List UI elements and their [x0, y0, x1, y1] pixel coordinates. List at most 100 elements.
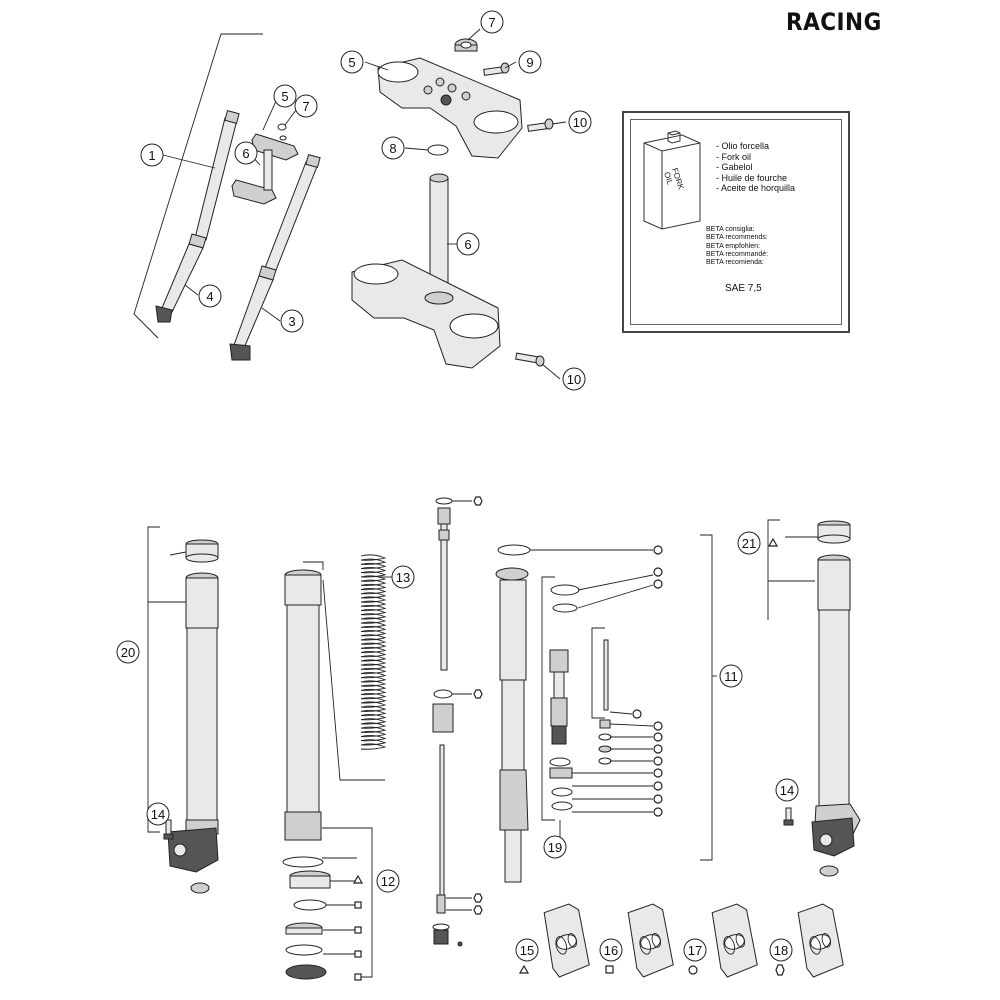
- clamp-bolt-10-upper: [527, 118, 554, 132]
- callout-circle: [480, 10, 504, 34]
- fork-assembly-overview: [133, 33, 321, 361]
- decal-kits: [518, 903, 844, 978]
- callout-circle: [568, 110, 592, 134]
- callout-number: 14: [780, 783, 794, 798]
- spring-coil: [360, 579, 387, 586]
- spring-coil: [360, 567, 387, 574]
- decal-kit: [797, 903, 844, 978]
- o-ring-8: [427, 144, 449, 156]
- decal-kit: [543, 903, 590, 978]
- spring-coil: [360, 558, 387, 565]
- inner-tube-assembly-12: [282, 561, 385, 981]
- upper-triple-clamp: [377, 57, 523, 159]
- callout-circle: [769, 938, 793, 962]
- callout-number: 14: [151, 807, 165, 822]
- spring-coil: [360, 655, 387, 662]
- spring-coil: [360, 714, 387, 721]
- spring-coil: [360, 684, 387, 691]
- callout-circle: [737, 531, 761, 555]
- spring-13: [360, 554, 392, 750]
- callout-c9: 9: [518, 50, 542, 74]
- spring-coil: [360, 646, 387, 654]
- spring-coil: [360, 688, 387, 696]
- decal-curve: [639, 936, 652, 955]
- callout-circle: [234, 141, 258, 165]
- hex-markers: [473, 496, 483, 915]
- spring-coil: [360, 672, 387, 679]
- spring-coil: [360, 592, 387, 599]
- spring-coil: [360, 651, 387, 658]
- callout-c6b: 6: [456, 232, 480, 256]
- spring-coil: [360, 705, 387, 712]
- callout-c7b: 7: [480, 10, 504, 34]
- callout-c5b: 5: [340, 50, 364, 74]
- spring-coil: [360, 667, 387, 675]
- callout-circle: [562, 367, 586, 391]
- callout-number: 11: [724, 669, 738, 684]
- triangle-marker-12: [352, 874, 364, 884]
- bushing-ring-21: [817, 520, 851, 544]
- outer-tube-assembly-21: [767, 519, 861, 877]
- decal-curve: [651, 933, 662, 948]
- top-nut: [454, 38, 478, 52]
- decal-curve: [821, 933, 832, 948]
- callout-circle: [376, 869, 400, 893]
- callout-number: 15: [520, 943, 534, 958]
- callout-circle: [599, 938, 623, 962]
- decal-kit: [711, 903, 758, 978]
- oil-names-list: - Olio forcella - Fork oil - Gabelol - H…: [716, 141, 795, 194]
- sq-markers-12: [354, 901, 362, 981]
- spring-coil: [360, 676, 387, 683]
- oil-name: - Fork oil: [716, 151, 752, 162]
- callout-c8: 8: [381, 136, 405, 160]
- decal-curve: [735, 933, 746, 948]
- callout-number: 5: [281, 89, 288, 104]
- callout-circle: [273, 84, 297, 108]
- callout-number: 10: [567, 372, 581, 387]
- callout-circle: [775, 778, 799, 802]
- callout-number: 16: [604, 943, 618, 958]
- spring-coil: [360, 730, 387, 738]
- spring-coil: [360, 604, 387, 612]
- decal-curve: [809, 936, 822, 955]
- callout-c18: 18: [769, 938, 793, 962]
- seal-stack: [282, 856, 331, 980]
- recommends-line: BETA recomienda:: [706, 259, 764, 267]
- oil-box-inner-frame: [630, 119, 842, 325]
- callout-number: 9: [526, 55, 533, 70]
- callout-circle: [719, 664, 743, 688]
- callout-circle: [381, 136, 405, 160]
- clamp-bolt-10-lower: [515, 352, 545, 367]
- spring-coil: [360, 571, 387, 578]
- callout-circle: [116, 640, 140, 664]
- callout-c13: 13: [391, 565, 415, 589]
- decal-curve: [723, 936, 736, 955]
- spring-coil: [360, 680, 387, 687]
- right-fork-leg: [229, 154, 321, 361]
- cartridge-kit-19: [549, 574, 654, 838]
- callout-circle: [515, 938, 539, 962]
- oil-can-icon: FORK OIL: [643, 130, 701, 230]
- spring-coil: [360, 600, 387, 607]
- callout-circle: [280, 309, 304, 333]
- callout-c20: 20: [116, 640, 140, 664]
- page-title: RACING: [786, 8, 882, 36]
- callout-number: 12: [381, 874, 395, 889]
- callout-circle: [543, 835, 567, 859]
- spring-coil: [360, 726, 387, 733]
- spring-coil: [360, 735, 387, 742]
- callout-c10a: 10: [568, 110, 592, 134]
- spring-coil: [360, 638, 387, 645]
- decal-curve: [555, 936, 568, 955]
- callout-c6a: 6: [234, 141, 258, 165]
- decal-kit: [627, 903, 674, 978]
- callout-circle: [683, 938, 707, 962]
- callout-circle: [391, 565, 415, 589]
- callout-circle: [340, 50, 364, 74]
- oil-name: - Huile de fourche: [716, 172, 788, 183]
- spring-coil: [360, 718, 387, 725]
- callout-number: 20: [121, 645, 135, 660]
- recommends-line: BETA recommends:: [706, 234, 768, 242]
- callout-number: 19: [548, 840, 562, 855]
